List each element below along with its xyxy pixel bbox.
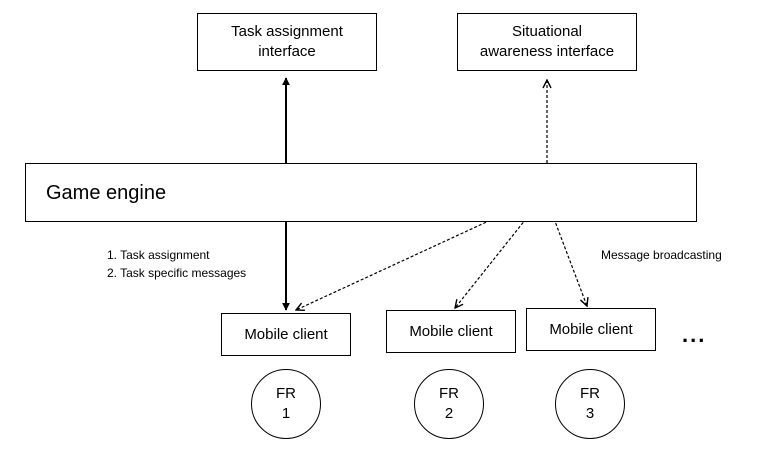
broadcast-arrow-client-2 <box>455 194 546 308</box>
task-assignment-interface-box: Task assignment interface <box>197 13 377 71</box>
responder-3-prefix: FR <box>580 385 600 402</box>
mobile-client-box-2: Mobile client <box>386 310 516 353</box>
task-messages-annotation: 1. Task assignment 2. Task specific mess… <box>107 246 246 282</box>
responder-1-prefix: FR <box>276 385 296 402</box>
annotation-task-specific-messages: 2. Task specific messages <box>107 266 247 280</box>
annotation-task-assignment: 1. Task assignment <box>107 248 210 262</box>
mobile-client-label-2: Mobile client <box>409 322 493 340</box>
first-responder-1: FR 1 <box>251 369 321 439</box>
mobile-client-box-3: Mobile client <box>526 308 656 351</box>
task-interface-label-line-2: interface <box>258 43 316 60</box>
mobile-client-label-1: Mobile client <box>244 325 328 343</box>
responder-2-prefix: FR <box>439 385 459 402</box>
responder-3-number: 3 <box>585 405 595 422</box>
more-clients-ellipsis: ... <box>682 322 707 347</box>
responder-1-number: 1 <box>281 405 291 422</box>
game-engine-box: Game engine <box>25 163 697 222</box>
mobile-client-box-1: Mobile client <box>221 313 351 356</box>
responder-2-number: 2 <box>444 405 454 422</box>
situational-awareness-interface-box: Situational awareness interface <box>457 13 637 71</box>
first-responder-2: FR 2 <box>414 369 484 439</box>
first-responder-3: FR 3 <box>555 369 625 439</box>
awareness-interface-label-line-2: awareness interface <box>479 43 615 60</box>
awareness-interface-label-line-1: Situational <box>511 23 583 40</box>
game-engine-label: Game engine <box>46 181 167 204</box>
message-broadcasting-annotation: Message broadcasting <box>601 248 722 262</box>
task-interface-label-line-1: Task assignment <box>231 23 343 40</box>
mobile-client-label-3: Mobile client <box>549 320 633 338</box>
